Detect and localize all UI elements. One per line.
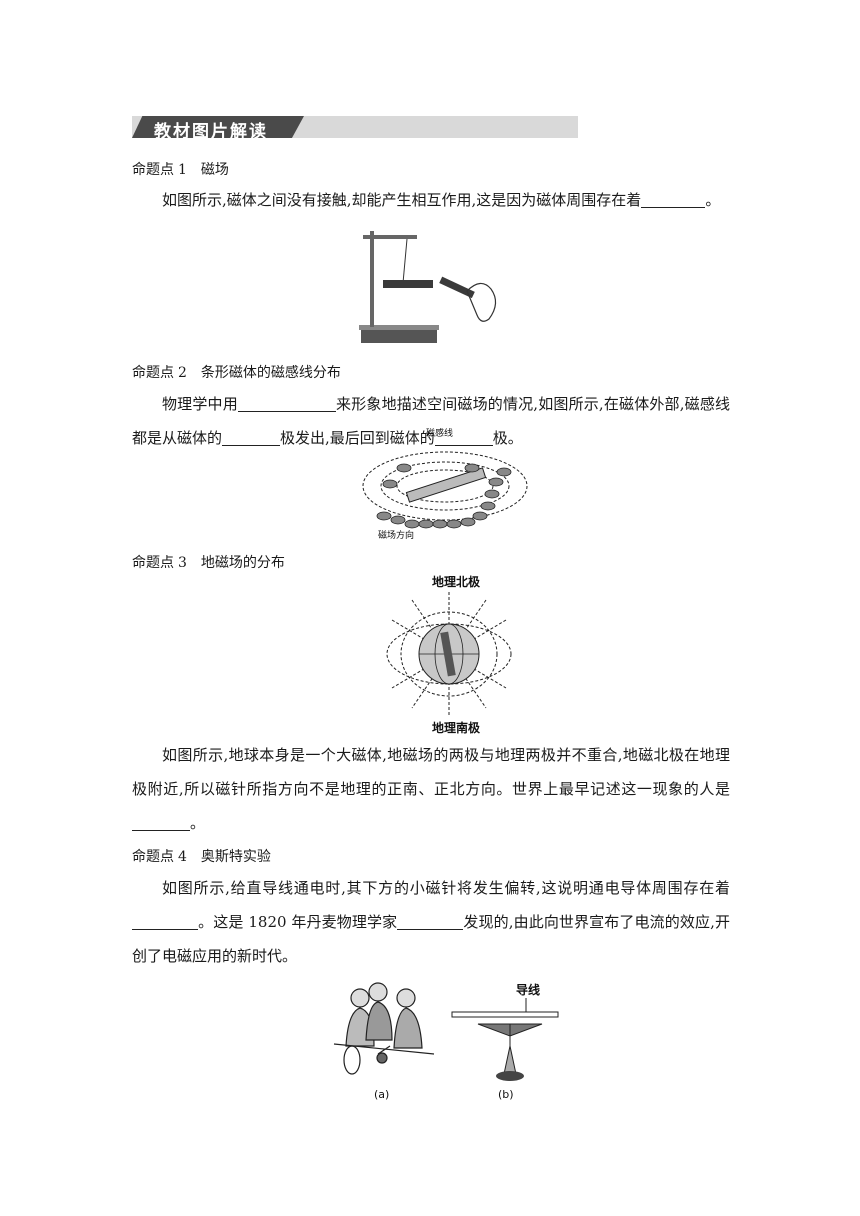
- topic1-title: 磁场: [200, 162, 229, 178]
- label-field-lines: 磁感线: [426, 427, 453, 439]
- topic4-title: 奥斯特实验: [200, 849, 271, 865]
- section-banner-title: 教材图片解读: [154, 122, 268, 142]
- topic3-paragraph: 如图所示,地球本身是一个大磁体,地磁场的两极与地理两极并不重合,地磁北极在地理极…: [132, 746, 730, 832]
- topic1-paragraph: 如图所示,磁体之间没有接触,却能产生相互作用,这是因为磁体周围存在着。: [162, 191, 721, 209]
- topic3-title: 地磁场的分布: [200, 555, 285, 571]
- answer-blank[interactable]: [237, 396, 336, 412]
- topic2-title: 条形磁体的磁感线分布: [200, 365, 341, 381]
- answer-blank[interactable]: [641, 192, 706, 208]
- label-wire: 导线: [516, 982, 540, 997]
- thread: [402, 238, 408, 284]
- figure-earth-magnetic-field: 地理北极 地理南极: [386, 574, 512, 735]
- caption-b: (b): [498, 1088, 514, 1101]
- answer-blank[interactable]: [434, 430, 493, 446]
- hand-magnet: [439, 276, 475, 299]
- bar-magnet: [405, 467, 487, 503]
- earth-bar-magnet: [440, 631, 456, 677]
- oersted-people-illustration: [333, 982, 435, 1075]
- label-field-direction: 磁场方向: [378, 529, 414, 541]
- topic4-paragraph: 如图所示,给直导线通电时,其下方的小磁针将发生偏转,这说明通电导体周围存在着。这…: [132, 879, 730, 965]
- hanging-magnet: [383, 280, 433, 288]
- figure-oersted-experiment: 导线 (a) (b): [333, 982, 559, 1101]
- hand: [466, 282, 497, 322]
- label-geographic-south: 地理南极: [432, 720, 481, 735]
- section-banner-tab: [132, 116, 304, 138]
- figure-bar-magnet-field: 磁感线 磁场方向: [362, 427, 528, 541]
- needle-pivot: [503, 1045, 517, 1075]
- label-geographic-north: 地理北极: [432, 574, 481, 589]
- stand-arm: [363, 235, 417, 239]
- section-banner: 教材图片解读: [132, 116, 578, 142]
- caption-a: (a): [374, 1088, 389, 1101]
- compass-needles: [376, 463, 512, 529]
- answer-blank[interactable]: [132, 914, 198, 930]
- answer-blank[interactable]: [397, 914, 464, 930]
- stand-base: [361, 329, 437, 343]
- figure-suspended-magnet: [359, 231, 497, 343]
- compass-base: [496, 1071, 524, 1081]
- answer-blank[interactable]: [222, 430, 281, 446]
- topic2-paragraph: 物理学中用来形象地描述空间磁场的情况,如图所示,在磁体外部,磁感线都是从磁体的极…: [132, 395, 730, 447]
- wire: [451, 1011, 559, 1018]
- answer-blank[interactable]: [132, 815, 190, 831]
- stand-pole: [370, 231, 374, 327]
